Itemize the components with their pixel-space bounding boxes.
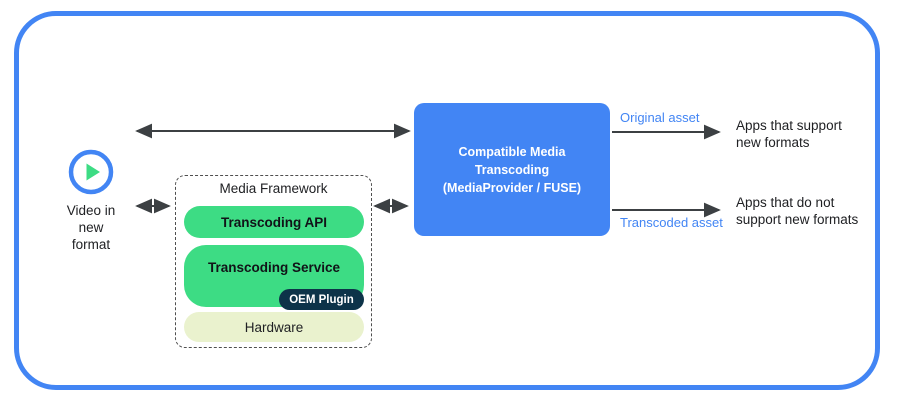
- compatible-media-transcoding-label: Compatible Media Transcoding (MediaProvi…: [442, 144, 582, 195]
- compatible-media-transcoding-box[interactable]: Compatible Media Transcoding (MediaProvi…: [414, 103, 610, 236]
- apps-no-support-new-formats-label: Apps that do not support new formats: [736, 195, 859, 227]
- arrow-transcoded-asset-icon: [612, 202, 721, 218]
- media-framework-box: Media Framework Transcoding API Transcod…: [175, 175, 372, 348]
- apps-support-new-formats-label: Apps that support new formats: [736, 118, 842, 150]
- transcoding-api-box[interactable]: Transcoding API: [184, 206, 364, 238]
- video-source-label: Video in new format: [66, 203, 116, 252]
- transcoding-service-label: Transcoding Service: [207, 260, 341, 275]
- transcoded-asset-label: Transcoded asset: [620, 215, 723, 230]
- oem-plugin-badge[interactable]: OEM Plugin: [279, 289, 364, 310]
- hardware-label: Hardware: [244, 319, 304, 335]
- play-circle-icon: [67, 148, 115, 196]
- arrow-video-to-framework-icon: [135, 198, 171, 214]
- arrow-original-asset-icon: [612, 124, 721, 140]
- arrow-source-to-cmt-icon: [135, 123, 411, 139]
- transcoding-api-label: Transcoding API: [220, 214, 328, 230]
- arrow-framework-to-cmt-icon: [373, 198, 409, 214]
- original-asset-label: Original asset: [620, 110, 700, 125]
- media-framework-title: Media Framework: [219, 181, 328, 196]
- oem-plugin-label: OEM Plugin: [289, 293, 354, 306]
- video-source-group: Video in new format: [38, 148, 144, 253]
- hardware-box[interactable]: Hardware: [184, 312, 364, 342]
